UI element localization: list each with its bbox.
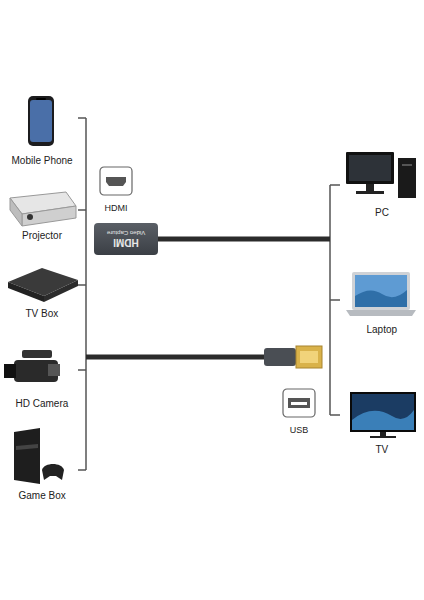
port-icon-box: HDMI [98,166,134,218]
pc-illustration [346,152,416,198]
device-logo: HDMI [113,238,139,249]
device-caption: Projector [22,230,62,241]
device-caption: Mobile Phone [12,155,73,166]
device-caption: PC [375,207,389,218]
laptop-illustration [346,272,416,316]
camera-illustration [4,350,60,382]
phone-illustration [28,96,54,146]
tvbox-illustration [8,268,78,302]
device-caption: TV [376,444,389,455]
hdmi-port-icon [98,166,134,196]
usb-plug [264,346,322,368]
port-label: HDMI [98,203,134,213]
device-caption: HD Camera [16,398,69,409]
device-caption: TV Box [26,308,59,319]
device-caption: Laptop [367,324,398,335]
console-illustration [14,428,64,484]
usb-cable [86,355,268,360]
port-label: USB [280,425,318,435]
device-caption: Game Box [19,490,66,501]
usb-port-icon [280,388,318,418]
capture-device: HDMIVideo Capture [94,223,158,255]
bracket-lines [78,118,340,470]
device-print: HDMIVideo Capture [94,223,158,255]
port-icon-box: USB [280,388,318,436]
projector-illustration [10,192,76,226]
hdmi-cable [156,237,330,242]
device-text: Video Capture [107,230,145,238]
tv-illustration [350,392,416,438]
